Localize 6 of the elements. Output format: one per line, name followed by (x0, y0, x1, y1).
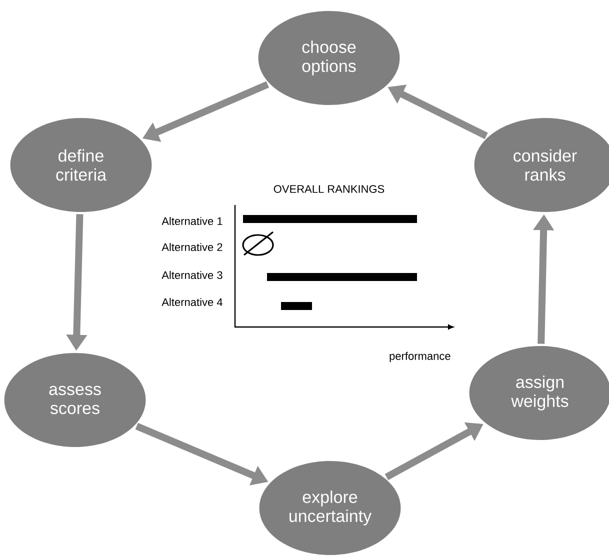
axis-label: performance (390, 352, 450, 362)
category-label: Alternative 2 (162, 242, 222, 252)
category-label: Alternative 4 (162, 298, 222, 306)
chart-title: OVERALL RANKINGS (274, 185, 384, 193)
category-label: Alternative 3 (162, 270, 222, 280)
category-label: Alternative 1 (162, 216, 222, 226)
